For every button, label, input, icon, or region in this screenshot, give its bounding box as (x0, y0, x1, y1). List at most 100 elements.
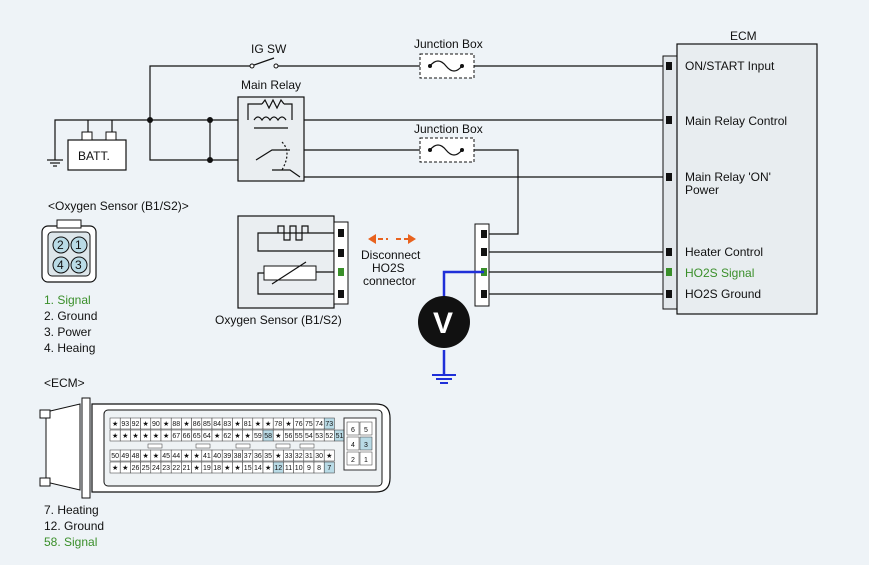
ecm-pin-label: 59 (254, 433, 262, 440)
ecm-pin-label: ★ (163, 420, 169, 428)
ecm-pin-label: 76 (295, 421, 303, 428)
ecm-pin-label: 8 (317, 465, 321, 472)
ecm-pin-label: 23 (162, 465, 170, 472)
ecm-pin-label: ★ (122, 464, 128, 472)
ecm-pin-label: ★ (245, 432, 251, 440)
oxygen-sensor: Oxygen Sensor (B1/S2) (215, 215, 349, 327)
ecm-key-tab (299, 443, 315, 449)
ecm-pin-label: 84 (213, 421, 221, 428)
sensor-pin-list-item: 3. Power (44, 325, 91, 339)
ecm-title: ECM (730, 29, 757, 43)
ecm-section-title: <ECM> (44, 376, 85, 390)
main-relay: Main Relay (237, 78, 305, 182)
ecm-pin-label: 52 (325, 433, 333, 440)
oxygen-sensor-caption: Oxygen Sensor (B1/S2) (215, 313, 342, 327)
ecm-pin-label: ★ (265, 464, 271, 472)
ecm-pin-label: 31 (305, 453, 313, 460)
disconnect-line2: HO2S (372, 261, 405, 275)
ecm-pin-label: 18 (213, 465, 221, 472)
ecm-pin-main-relay-control: Main Relay Control (685, 114, 787, 128)
ecm-pin-label: 73 (325, 421, 333, 428)
disconnect-line3: connector (363, 274, 416, 288)
voltmeter-symbol: V (433, 307, 453, 340)
ecm-pin-label: 66 (183, 433, 191, 440)
ecm-pin-heater-control: Heater Control (685, 245, 763, 259)
ecm-pin-cell (323, 449, 335, 462)
ecm-pin-label: 26 (132, 465, 140, 472)
battery: BATT. (67, 131, 127, 171)
ecm-pin-label: 40 (213, 453, 221, 460)
ecm-pin-label: 74 (315, 421, 323, 428)
ecm-pin-label: 81 (244, 421, 252, 428)
ecm-pin-label: 67 (172, 433, 180, 440)
ecm-pin-label: 22 (172, 465, 180, 472)
ecm-pin-label: 15 (244, 465, 252, 472)
disconnect-arrows: Disconnect HO2S connector (361, 234, 421, 288)
ecm-pin-label: 39 (223, 453, 231, 460)
voltmeter: V (418, 270, 484, 384)
ecm-pin-label: 11 (285, 465, 292, 472)
ecm-pin-label: 7 (327, 465, 331, 472)
ecm-pin-label: 88 (172, 421, 180, 428)
ecm-pin-label: 14 (254, 465, 262, 472)
ecm-pin-label: 37 (244, 453, 252, 460)
ecm-pin-label: ★ (224, 464, 230, 472)
ecm-side-pin (346, 421, 360, 436)
ecm-side-pin-label: 1 (364, 457, 368, 464)
ecm-pin-list: 7. Heating 12. Ground 58. Signal (44, 503, 104, 549)
ecm-pin-label: ★ (275, 452, 281, 460)
ecm-pin-label: ★ (112, 432, 118, 440)
ecm-side-pin (346, 436, 360, 451)
sensor-pin-2: 2 (57, 238, 64, 252)
ecm-side-pin-label: 3 (364, 442, 368, 449)
ecm-pin-label: ★ (112, 420, 118, 428)
ig-switch: IG SW (249, 42, 287, 69)
sensor-pinout-connector: <Oxygen Sensor (B1/S2)> 2 1 4 3 (41, 199, 189, 283)
ecm-pin-label: ★ (143, 432, 149, 440)
ecm-pin-label: 83 (223, 421, 231, 428)
ecm-pin-label: ★ (143, 420, 149, 428)
ecm-side-pin (359, 451, 373, 466)
ecm-pin-label: 92 (132, 421, 140, 428)
ecm-pin-label: ★ (132, 432, 138, 440)
ecm-pin-label: 33 (285, 453, 293, 460)
ecm-pin-label: ★ (234, 432, 240, 440)
ecm-pin-label: 50 (111, 453, 119, 460)
ecm-pin-label: 75 (305, 421, 313, 428)
ecm-pin-label: 48 (132, 453, 140, 460)
ecm-pin-on-start: ON/START Input (685, 59, 775, 73)
ecm-pin-label: 51 (336, 433, 344, 440)
ecm-pin-label: ★ (265, 420, 271, 428)
ecm-pin-label: 65 (193, 433, 201, 440)
ecm-pin-label: ★ (194, 452, 200, 460)
sensor-pin-list-item: 2. Ground (44, 309, 97, 323)
ecm-box: ECM ON/START Input Main Relay Control Ma… (662, 29, 818, 315)
batt-label: BATT. (78, 149, 110, 163)
harness-connector (474, 223, 490, 307)
ecm-pin-label: 10 (295, 465, 303, 472)
ecm-pin-label: 35 (264, 453, 272, 460)
sensor-pin-list-item: 1. Signal (44, 293, 91, 307)
ecm-pin-label: 9 (307, 465, 311, 472)
ecm-pin-label: 24 (152, 465, 160, 472)
ecm-pin-label: 32 (295, 453, 303, 460)
ecm-key-tab (235, 443, 251, 449)
ecm-pin-label: 12 (274, 465, 282, 472)
ecm-pin-ho2s-ground: HO2S Ground (685, 287, 761, 301)
ecm-pin-label: ★ (255, 420, 261, 428)
ecm-side-pin (346, 451, 360, 466)
ecm-side-pin (359, 436, 373, 451)
ecm-pin-label: 21 (183, 465, 191, 472)
sensor-pin-3: 3 (75, 258, 82, 272)
ecm-pin-label: 30 (315, 453, 323, 460)
wires (47, 65, 670, 295)
ecm-pin-label: 36 (254, 453, 262, 460)
ecm-pin-list-item: 7. Heating (44, 503, 99, 517)
ecm-pin-ho2s-signal: HO2S Signal (685, 266, 754, 280)
ecm-pin-label: 93 (121, 421, 129, 428)
ecm-pin-label: 58 (264, 433, 272, 440)
